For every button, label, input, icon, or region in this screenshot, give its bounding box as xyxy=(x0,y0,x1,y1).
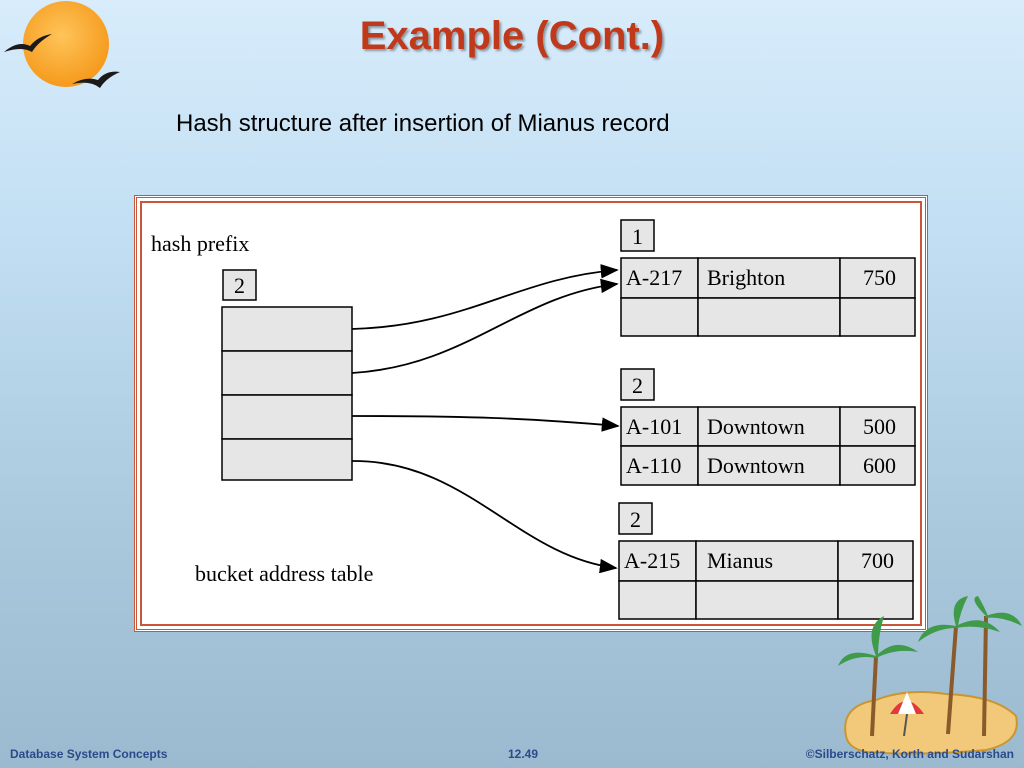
slide-title: Example (Cont.) xyxy=(359,14,665,58)
footer-page-number: 12.49 xyxy=(508,747,539,761)
local-depth-box xyxy=(618,502,653,535)
record-account: A-217 xyxy=(626,265,682,290)
pointer-arrow xyxy=(351,415,620,432)
palm-island-icon xyxy=(838,596,1022,755)
record-balance: 600 xyxy=(863,453,896,478)
bucket-address-table xyxy=(221,306,353,481)
extendable-hash-diagram: hash prefix 2 bucket address table 1 xyxy=(151,219,916,620)
table-entry xyxy=(221,394,353,440)
record-balance: 500 xyxy=(863,414,896,439)
pointer-arrow xyxy=(351,278,619,374)
table-entry xyxy=(221,350,353,396)
local-depth-value: 2 xyxy=(632,373,643,398)
sun-logo-icon xyxy=(4,1,120,88)
record-branch: Downtown xyxy=(707,414,805,439)
record-balance: 700 xyxy=(861,548,894,573)
table-entry xyxy=(221,438,353,481)
global-depth-value: 2 xyxy=(234,273,245,298)
local-depth-value: 1 xyxy=(632,224,643,249)
pointer-arrow xyxy=(351,460,618,574)
record-branch: Downtown xyxy=(707,453,805,478)
hash-prefix-label: hash prefix xyxy=(151,231,249,256)
local-depth-value: 2 xyxy=(630,507,641,532)
bucket-2: 2 A-101 Downtown 500 A-110 Downtown 600 xyxy=(620,368,916,486)
record-branch: Brighton xyxy=(707,265,785,290)
diagram-frame: hash prefix 2 bucket address table 1 xyxy=(134,195,928,632)
record-account: A-101 xyxy=(626,414,682,439)
bucket-address-table-label: bucket address table xyxy=(195,561,373,586)
global-depth-box xyxy=(222,269,257,301)
record-branch: Mianus xyxy=(707,548,773,573)
record-account: A-215 xyxy=(624,548,680,573)
footer-copyright: ©Silberschatz, Korth and Sudarshan xyxy=(805,747,1014,761)
record-balance: 750 xyxy=(863,265,896,290)
footer-course: Database System Concepts xyxy=(10,747,168,761)
record-account: A-110 xyxy=(626,453,681,478)
pointer-arrow xyxy=(351,264,619,330)
local-depth-box xyxy=(620,219,655,252)
slide-subtitle: Hash structure after insertion of Mianus… xyxy=(176,110,670,137)
table-entry xyxy=(221,306,353,352)
local-depth-box xyxy=(620,368,655,401)
bucket-1: 1 A-217 Brighton 750 xyxy=(620,219,916,337)
